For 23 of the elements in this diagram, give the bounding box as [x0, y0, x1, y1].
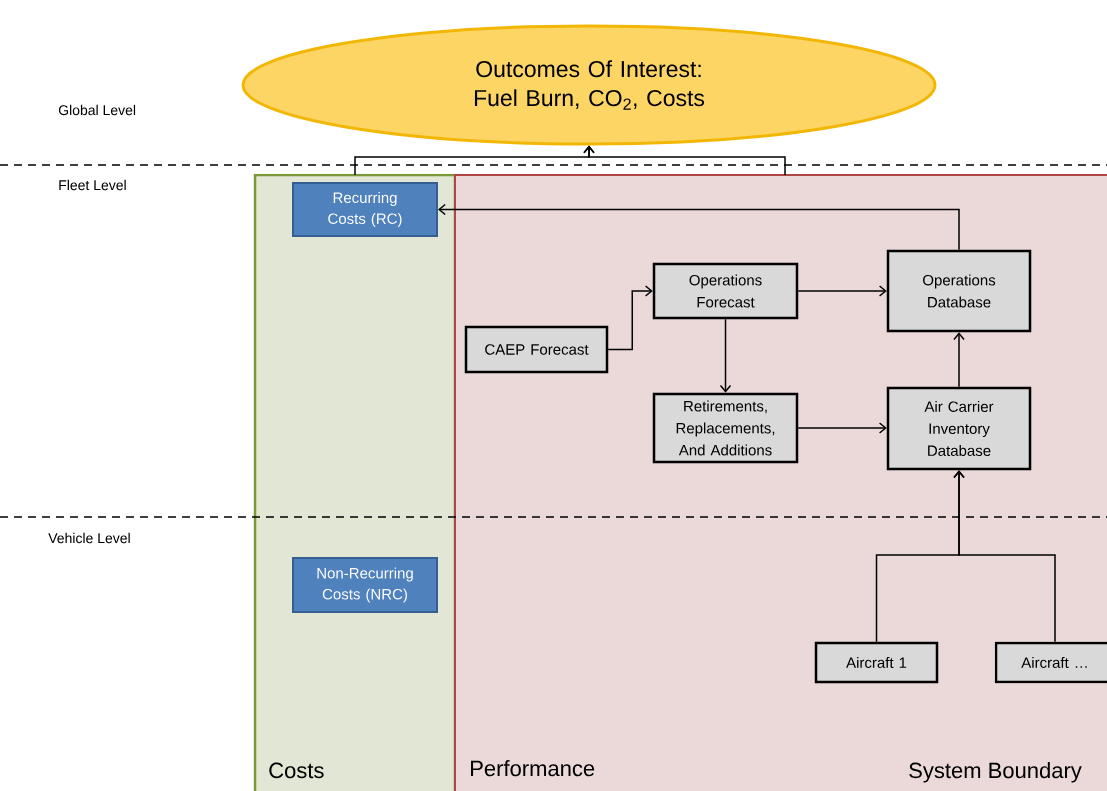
arrow	[953, 332, 965, 388]
level-label: Vehicle Level	[48, 532, 130, 544]
arrow	[797, 422, 887, 434]
panel-title: System Boundary	[909, 762, 1082, 783]
level-label: Fleet Level	[59, 179, 126, 191]
level-label: Global Level	[58, 104, 136, 116]
arrow	[438, 203, 960, 251]
cost-box: Recurring Costs (RC)	[292, 182, 438, 237]
panel-title: Performance	[471, 760, 595, 777]
cost-box: Non-Recurring Costs (NRC)	[292, 557, 438, 613]
arrow	[719, 318, 732, 393]
panel-title: Costs	[269, 762, 324, 779]
process-box: Retirements, Replacements, And Additions	[652, 392, 799, 464]
arrow	[583, 145, 786, 176]
process-box: Air Carrier Inventory Database	[886, 386, 1032, 471]
process-box: Aircraft …	[994, 641, 1107, 684]
process-box: Aircraft 1	[814, 641, 939, 684]
arrow	[797, 285, 887, 297]
process-box: Operations Forecast	[652, 262, 799, 320]
arrow	[953, 470, 1056, 643]
process-box: CAEP Forecast	[464, 325, 609, 374]
process-box: Operations Database	[886, 249, 1032, 333]
arrow	[607, 285, 653, 351]
